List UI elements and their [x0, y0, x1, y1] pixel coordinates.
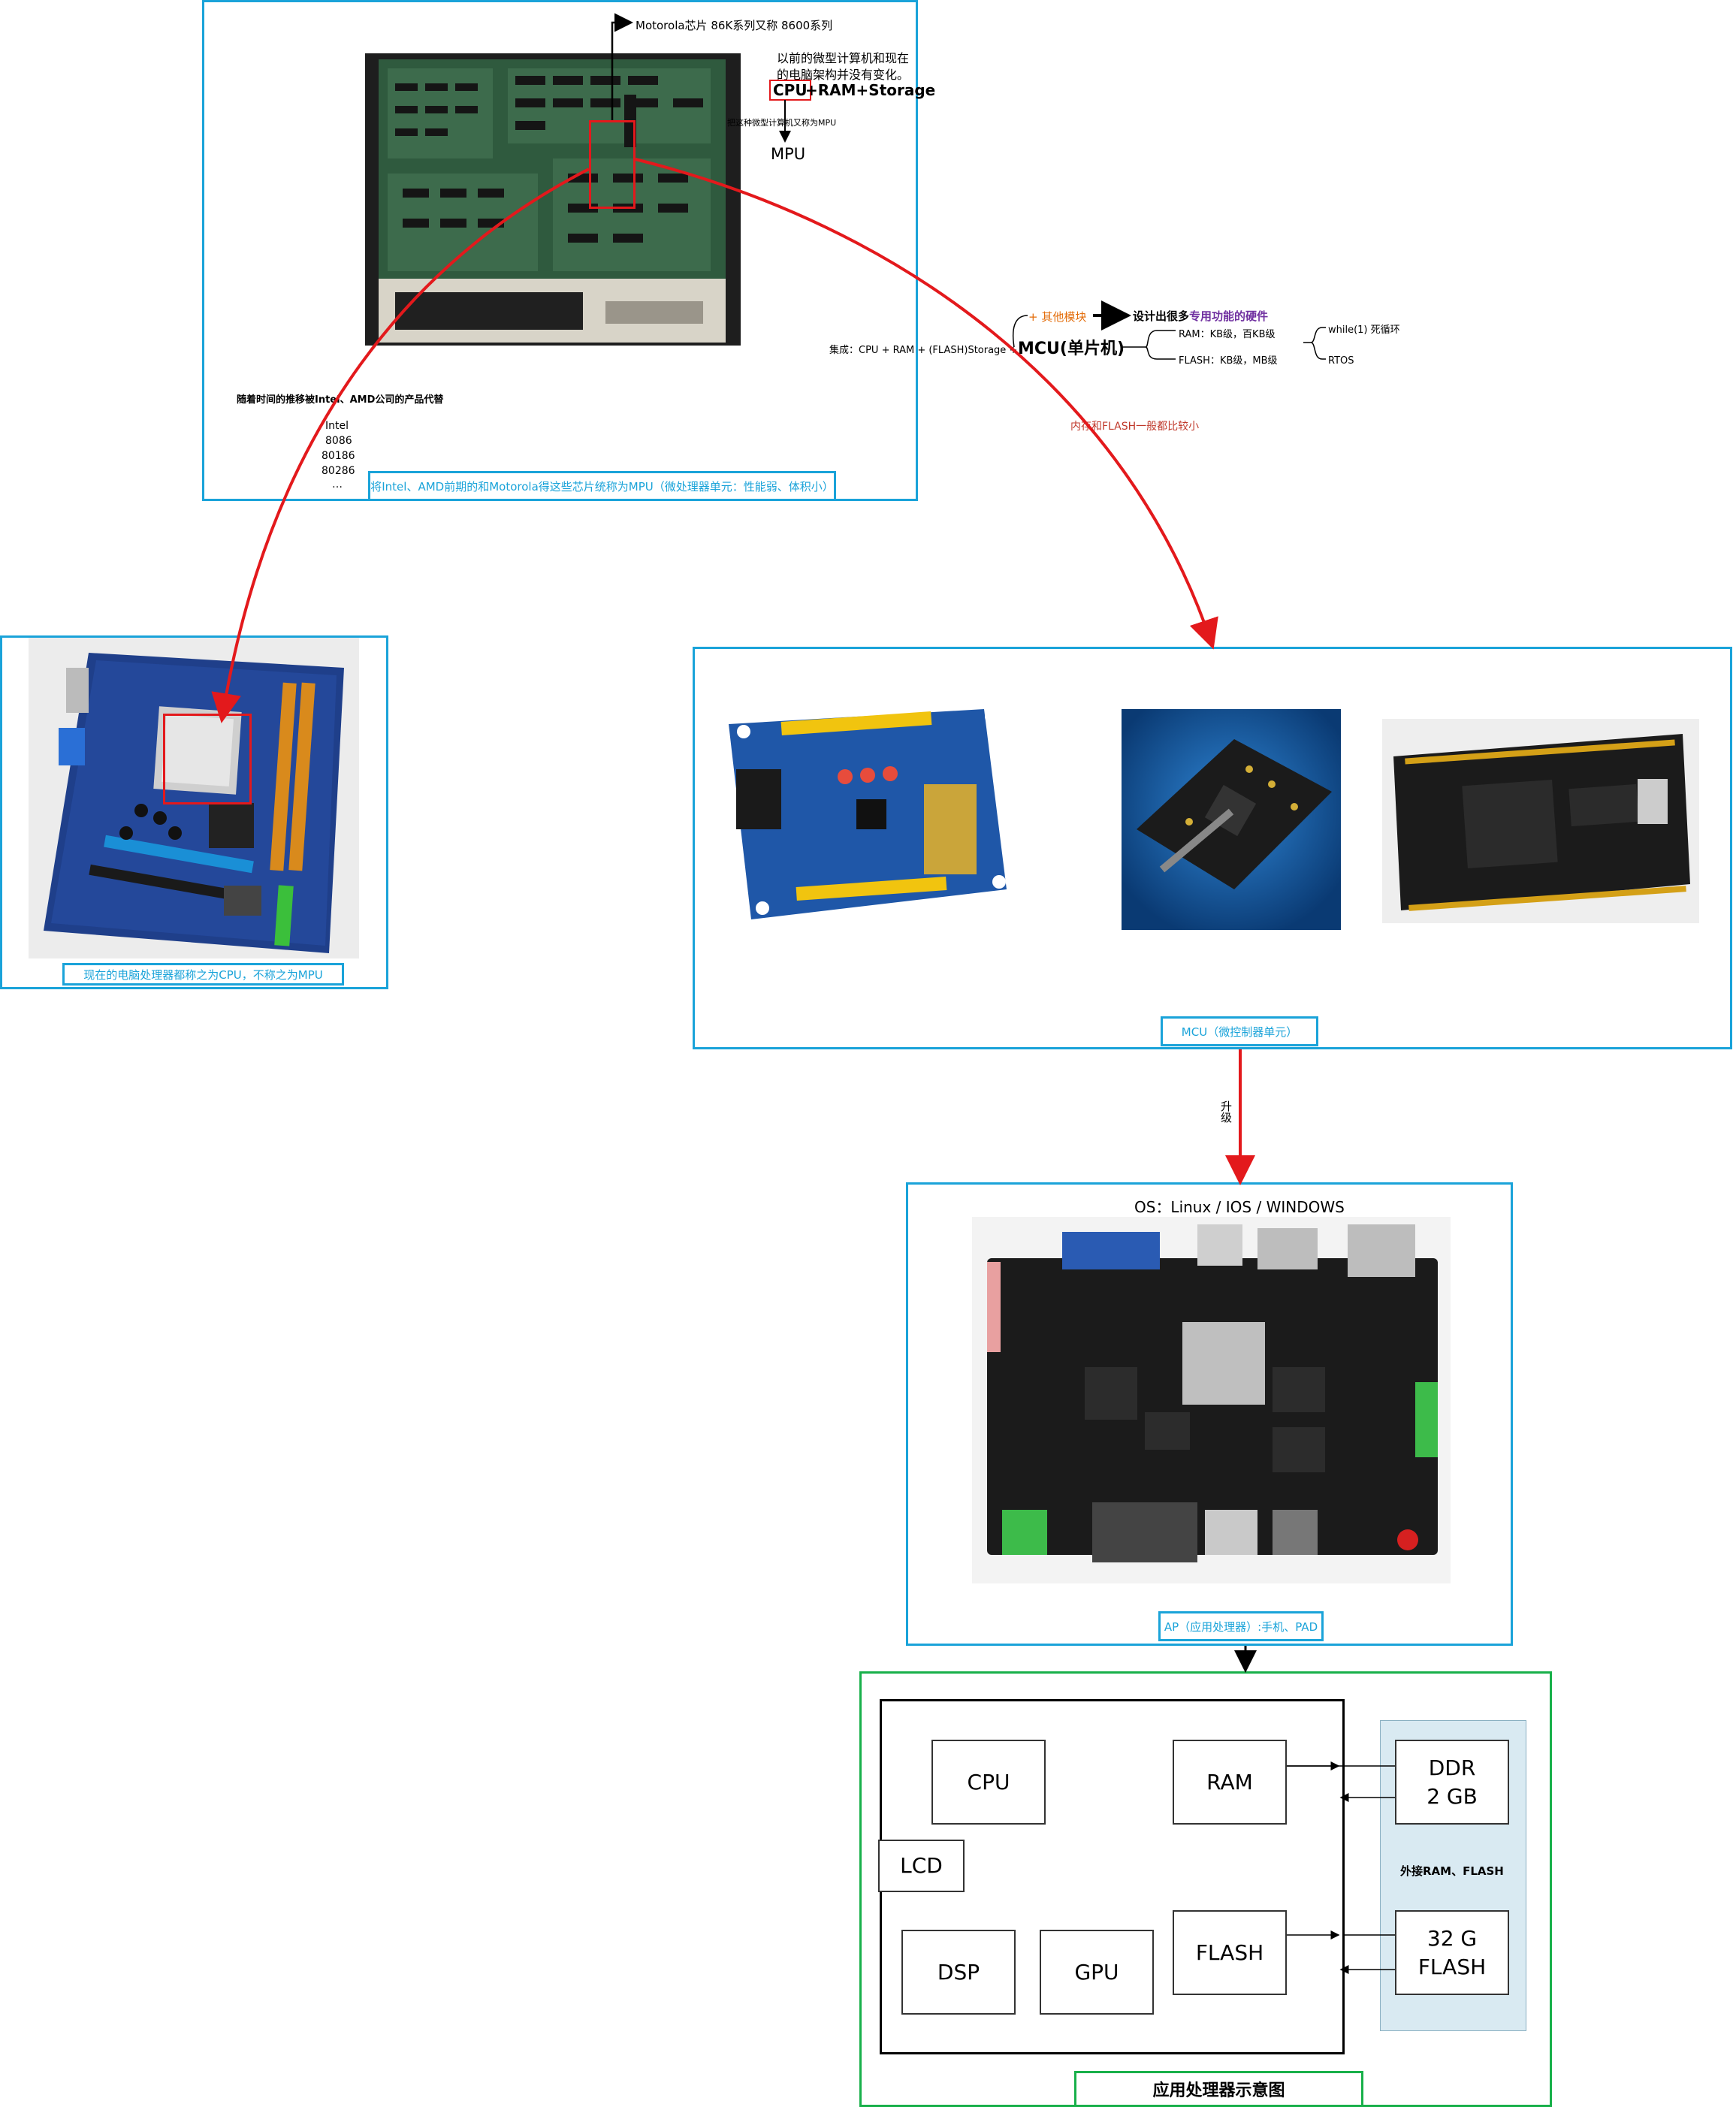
- upgrade-label: 升级: [1219, 1100, 1233, 1123]
- intel-item-3: 80286: [322, 465, 355, 477]
- pcb-photo-icon: [365, 53, 741, 346]
- old-computer-photo: [365, 53, 741, 346]
- mcu-board-photo-1: [714, 702, 1029, 934]
- lcd-block: LCD: [878, 1840, 965, 1892]
- memory-note: 内存和FLASH一般都比较小: [1070, 421, 1200, 433]
- motorola-label: Motorola芯片 86K系列又称 8600系列: [636, 19, 833, 32]
- integration-label: 集成：CPU + RAM + (FLASH)Storage +: [829, 345, 1018, 356]
- mcu-board-photo-3: [1382, 719, 1699, 923]
- dev-board-photo-icon: [729, 709, 1007, 919]
- external-label: 外接RAM、FLASH: [1400, 1864, 1504, 1878]
- arch-line-2: 的电脑架构并没有变化。: [777, 68, 910, 82]
- intel-item-2: 80186: [322, 450, 355, 462]
- gpu-block: GPU: [1040, 1930, 1154, 2015]
- chip-highlight: [589, 120, 636, 209]
- cpu-word: CPU: [769, 80, 811, 101]
- rtos-brace: [1303, 327, 1326, 360]
- ram-block: RAM: [1173, 1740, 1287, 1825]
- intel-item-0: Intel: [325, 420, 349, 432]
- intel-item-4: …: [332, 478, 343, 491]
- ram-storage-label: +RAM+Storage: [805, 81, 936, 99]
- ddr-block: DDR 2 GB: [1395, 1740, 1509, 1825]
- ap-diagram-caption: 应用处理器示意图: [1074, 2071, 1363, 2107]
- design-prefix: 设计出很多: [1133, 309, 1190, 323]
- ap-board-photo: [972, 1217, 1451, 1583]
- cpu-socket-highlight: [163, 714, 252, 804]
- ext-flash-block: 32 G FLASH: [1395, 1910, 1509, 1995]
- dev-board-photo-icon: [972, 1217, 1451, 1583]
- dev-board-photo-icon: [1122, 709, 1341, 930]
- pc-caption: 现在的电脑处理器都称之为CPU，不称之为MPU: [62, 963, 344, 986]
- mcu-board-photo-2: [1122, 709, 1341, 930]
- mcu-caption: MCU（微控制器单元）: [1161, 1016, 1318, 1046]
- cpu-block: CPU: [931, 1740, 1046, 1825]
- ap-caption: AP（应用处理器）:手机、PAD: [1158, 1611, 1324, 1641]
- intel-item-1: 8086: [325, 435, 352, 447]
- history-note: 随着时间的推移被Intel、AMD公司的产品代替: [237, 394, 444, 406]
- mcu-title: MCU(单片机): [1018, 340, 1125, 358]
- flash-size-label: FLASH：KB级，MB级: [1179, 355, 1278, 367]
- os-label: OS：Linux / IOS / WINDOWS: [1134, 1198, 1345, 1216]
- ram-size-label: RAM：KB级，百KB级: [1179, 329, 1276, 340]
- mpu-word: MPU: [771, 145, 806, 163]
- design-highlight: 专用功能的硬件: [1189, 309, 1269, 323]
- dsp-block: DSP: [901, 1930, 1016, 2015]
- rtos-label: RTOS: [1328, 355, 1354, 367]
- flash-block: FLASH: [1173, 1910, 1287, 1995]
- while-loop-label: while(1) 死循环: [1328, 325, 1400, 336]
- dev-board-photo-icon: [1382, 719, 1699, 923]
- design-label: 设计出很多专用功能的硬件: [1133, 308, 1268, 324]
- mpu-caption: 将Intel、AMD前期的和Motorola得这些芯片统称为MPU（微处理器单元…: [368, 471, 836, 501]
- arch-line-1: 以前的微型计算机和现在: [777, 51, 910, 65]
- mpu-small-note: 把这种微型计算机又称为MPU: [727, 118, 837, 128]
- other-modules-label: + 其他模块: [1028, 310, 1087, 324]
- mcu-brace: [1123, 330, 1176, 360]
